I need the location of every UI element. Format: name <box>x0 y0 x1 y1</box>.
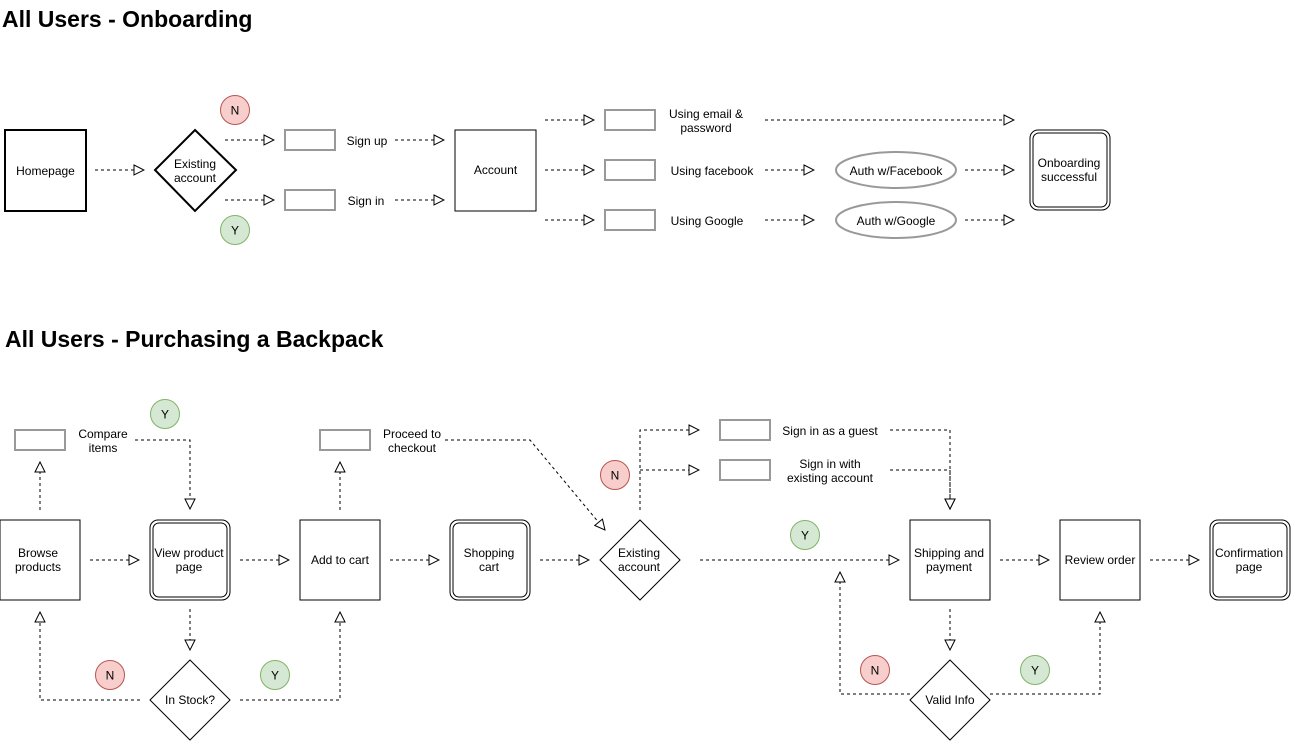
email-label-1: Using email & <box>669 107 743 121</box>
edge-instock-no-to-browse <box>40 612 140 701</box>
signup-placeholder <box>284 129 336 151</box>
node-review-order-label: Review order <box>1065 553 1136 567</box>
node-success-label-2: successful <box>1041 170 1097 184</box>
node-existing-account: Existing account <box>153 128 238 213</box>
node-browse-label-1: Browse <box>18 546 58 560</box>
badge-n-label: N <box>106 669 115 683</box>
badge-y-label: Y <box>161 408 169 422</box>
edge-existing-to-guest <box>639 430 699 510</box>
badge-n: N <box>600 460 630 490</box>
node-in-stock: In Stock? <box>149 659 231 741</box>
google-label: Using Google <box>671 214 744 228</box>
signin-existing-placeholder <box>719 459 771 481</box>
node-shopping-cart-label-1: Shopping <box>464 546 515 560</box>
node-existing-account-label-2: account <box>174 171 217 185</box>
node-account: Account <box>454 129 537 212</box>
node-existing-account-label-1: Existing <box>618 546 660 560</box>
badge-y-label: Y <box>1031 664 1039 678</box>
node-existing-account-label-2: account <box>618 560 661 574</box>
node-review-order: Review order <box>1059 519 1141 601</box>
node-existing-account: Existing account <box>599 519 681 601</box>
guest-placeholder <box>719 419 771 441</box>
edge-instock-yes-to-cart <box>240 612 340 701</box>
email-placeholder <box>604 109 656 131</box>
node-add-to-cart-label: Add to cart <box>311 553 370 567</box>
node-auth-facebook-label: Auth w/Facebook <box>850 164 944 178</box>
node-onboarding-successful: Onboarding successful <box>1029 129 1111 211</box>
badge-y-label: Y <box>271 669 279 683</box>
node-shipping-payment: Shipping and payment <box>909 519 991 601</box>
proceed-label-2: checkout <box>388 441 437 455</box>
badge-y-label: Y <box>231 224 239 238</box>
edge-proceed-to-existing <box>445 439 605 530</box>
badge-y: Y <box>220 215 250 245</box>
badge-y-label: Y <box>801 529 809 543</box>
node-auth-facebook: Auth w/Facebook <box>835 151 957 189</box>
node-shopping-cart-label-2: cart <box>479 560 500 574</box>
google-placeholder <box>604 209 656 231</box>
badge-y: Y <box>790 520 820 550</box>
badge-n-label: N <box>231 104 240 118</box>
node-success-label-1: Onboarding <box>1038 156 1101 170</box>
node-shipping-label-2: payment <box>926 560 973 574</box>
edge-valid-yes-to-review <box>990 612 1100 695</box>
node-auth-google-label: Auth w/Google <box>857 214 936 228</box>
badge-y: Y <box>150 399 180 429</box>
node-existing-account-label-1: Existing <box>174 157 216 171</box>
node-confirmation-page: Confirmation page <box>1209 519 1291 601</box>
node-homepage: Homepage <box>4 129 87 212</box>
signin-existing-label-1: Sign in with <box>799 457 860 471</box>
badge-n-label: N <box>611 469 620 483</box>
node-browse-products: Browse products <box>0 519 81 601</box>
badge-n: N <box>220 95 250 125</box>
node-valid-info: Valid Info <box>909 659 991 741</box>
node-confirmation-label-2: page <box>1236 560 1263 574</box>
node-add-to-cart: Add to cart <box>299 519 381 601</box>
node-view-product-label-2: page <box>176 560 203 574</box>
node-account-label: Account <box>474 163 518 177</box>
node-confirmation-label-1: Confirmation <box>1215 546 1283 560</box>
facebook-label: Using facebook <box>671 164 755 178</box>
node-view-product-page: View product page <box>149 519 231 601</box>
purchasing-title: All Users - Purchasing a Backpack <box>5 326 384 352</box>
node-shipping-label-1: Shipping and <box>914 546 984 560</box>
signin-existing-label-2: existing account <box>787 471 874 485</box>
onboarding-title: All Users - Onboarding <box>2 6 253 32</box>
edge-signin-existing-to-shipping <box>890 469 950 509</box>
node-auth-google: Auth w/Google <box>835 201 957 239</box>
badge-n: N <box>860 655 890 685</box>
node-browse-label-2: products <box>15 560 61 574</box>
signin-placeholder <box>284 189 336 211</box>
node-valid-info-label: Valid Info <box>925 693 974 707</box>
badge-y: Y <box>1020 655 1050 685</box>
facebook-placeholder <box>604 159 656 181</box>
guest-label: Sign in as a guest <box>782 424 878 438</box>
signin-label: Sign in <box>348 194 385 208</box>
signup-label: Sign up <box>347 134 388 148</box>
node-view-product-label-1: View product <box>154 546 224 560</box>
edge-compare-to-view <box>135 439 190 509</box>
compare-label-1: Compare <box>78 427 128 441</box>
email-label-2: password <box>680 121 731 135</box>
badge-n-label: N <box>871 664 880 678</box>
node-shopping-cart: Shopping cart <box>449 519 531 601</box>
proceed-placeholder <box>319 429 371 451</box>
proceed-label-1: Proceed to <box>383 427 441 441</box>
compare-label-2: items <box>89 441 118 455</box>
node-homepage-label: Homepage <box>16 164 75 178</box>
edge-guest-to-shipping <box>890 429 950 509</box>
edge-valid-no-to-shipping <box>840 572 910 695</box>
compare-placeholder <box>14 429 66 451</box>
node-in-stock-label: In Stock? <box>165 693 215 707</box>
badge-n: N <box>95 660 125 690</box>
badge-y: Y <box>260 660 290 690</box>
